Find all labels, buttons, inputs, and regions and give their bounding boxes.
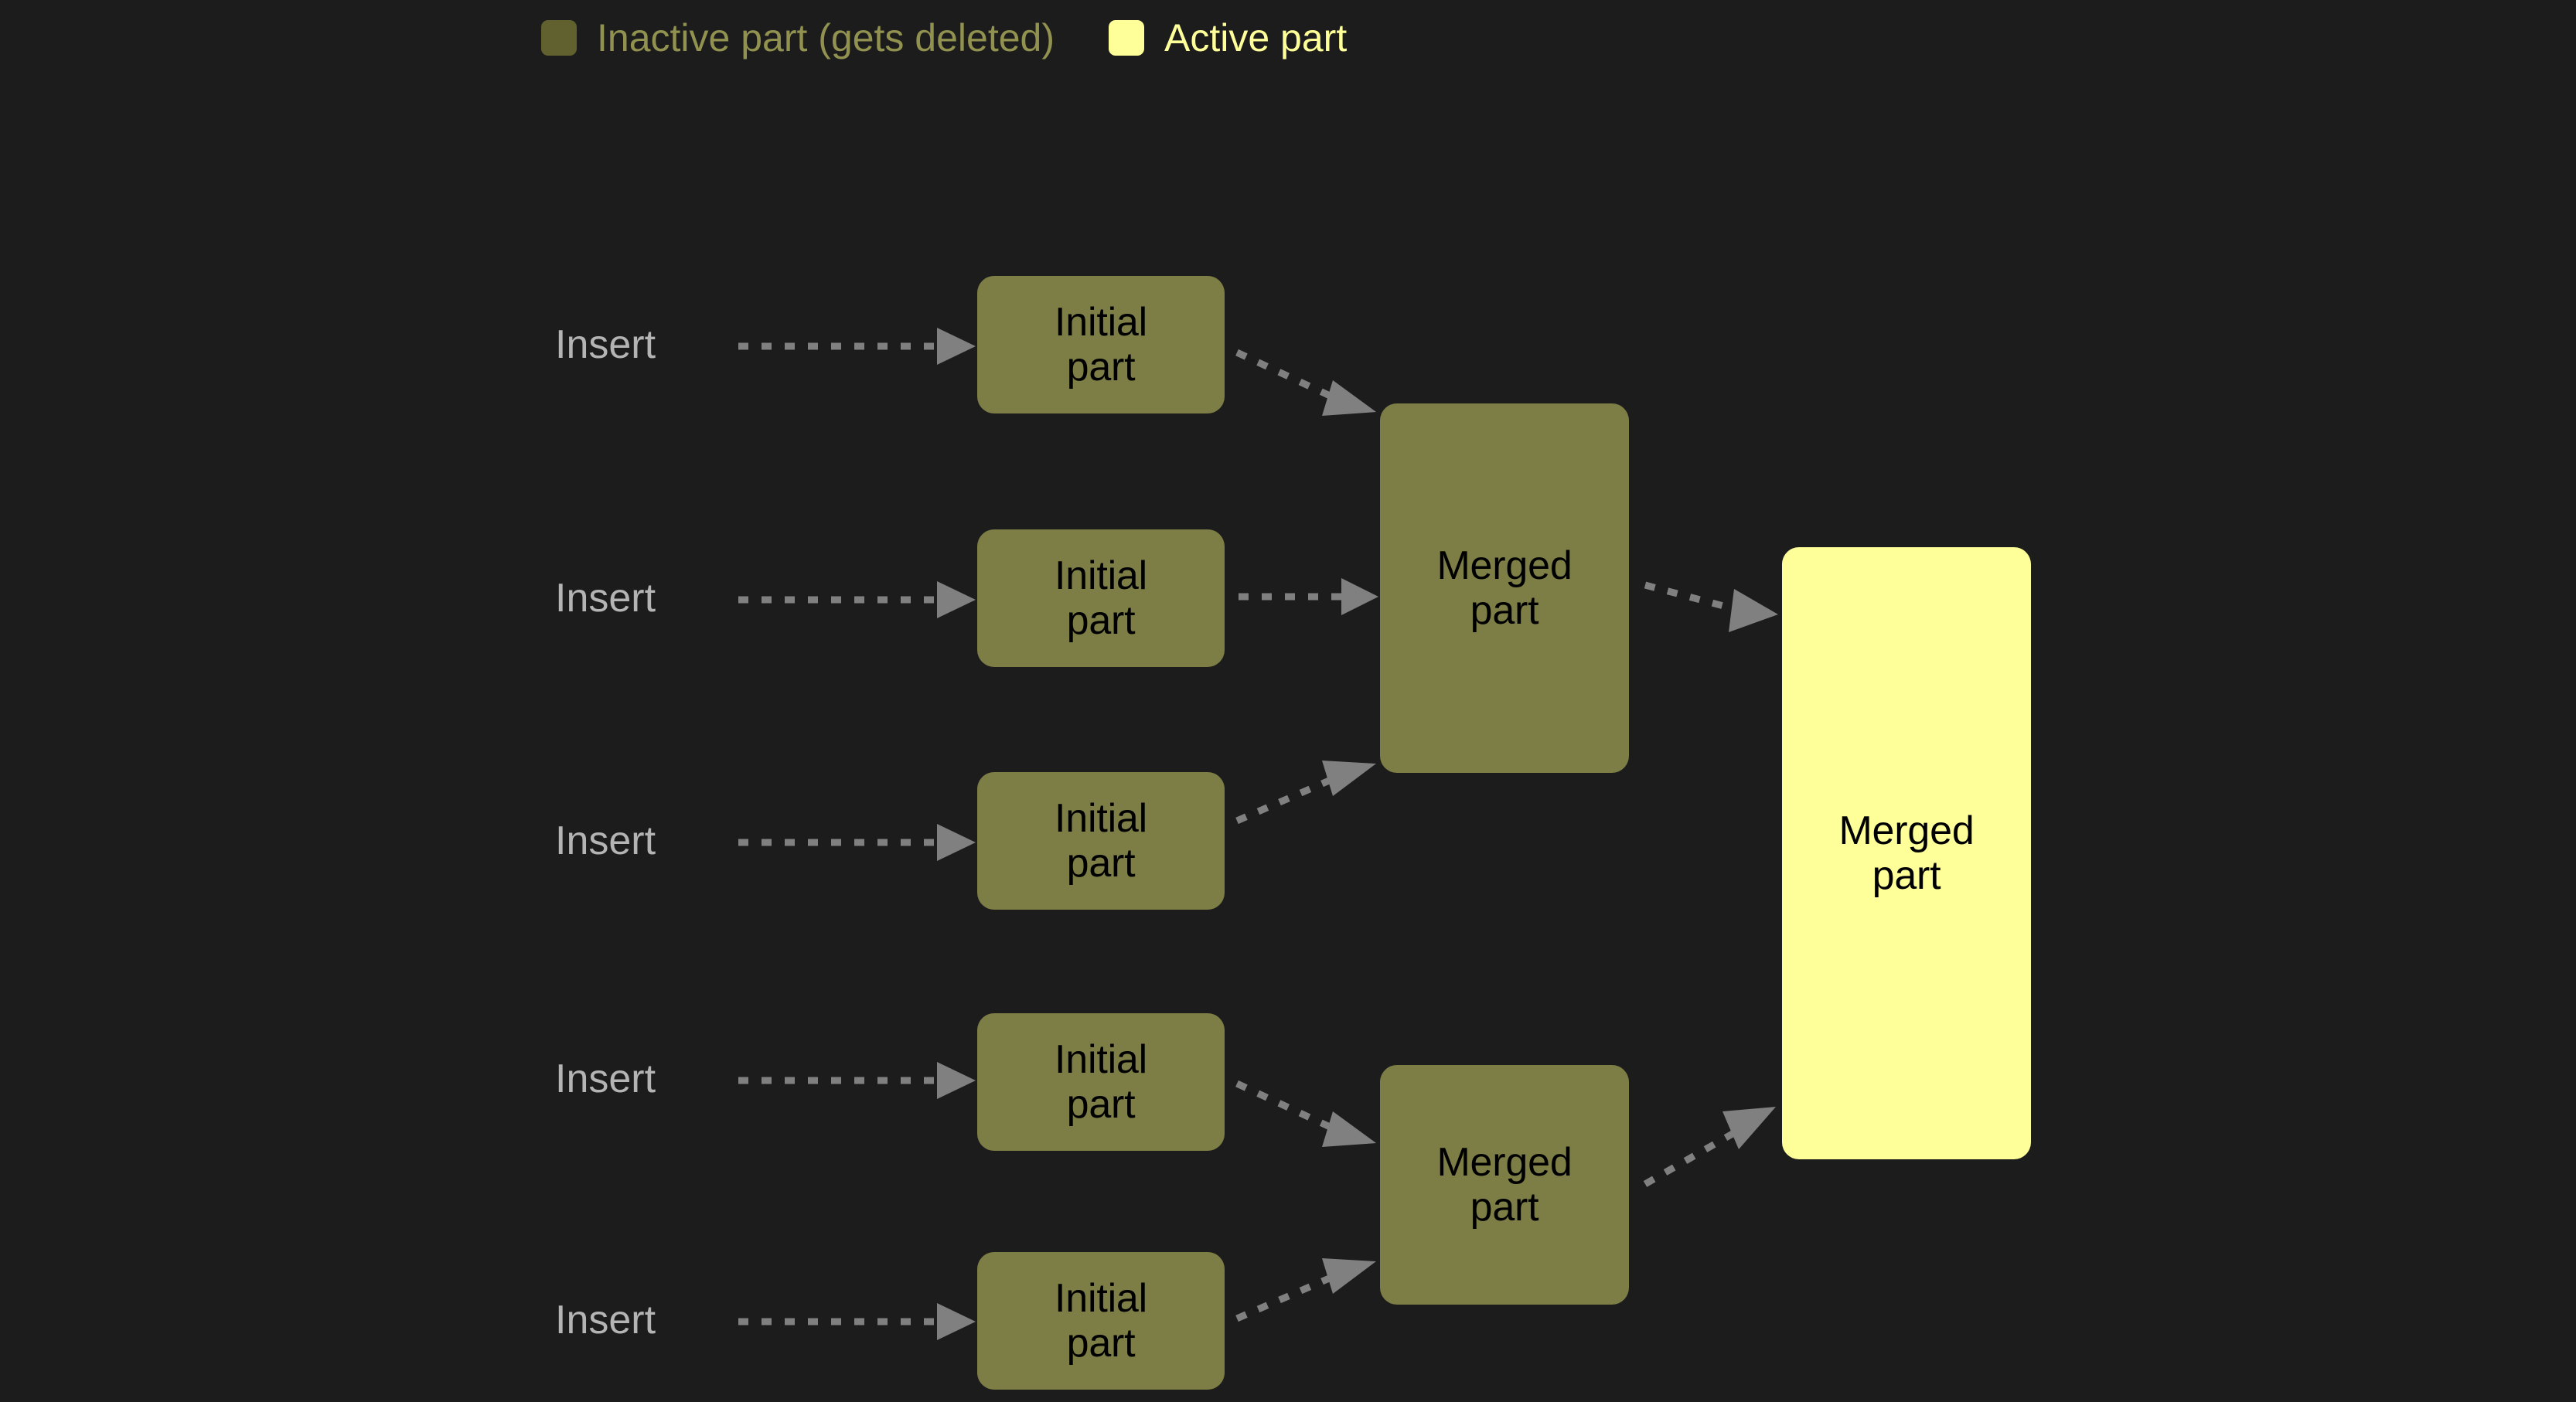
arrow-initial3-to-merged1: [1235, 761, 1376, 825]
arrow-initial1-to-merged1: [1235, 349, 1376, 416]
inactive-swatch-icon: [541, 20, 577, 56]
arrow-initial5-to-merged2: [1235, 1258, 1376, 1322]
arrow-initial4-to-merged2: [1235, 1080, 1376, 1147]
insert-label-5: Insert: [555, 1298, 656, 1342]
legend: Inactive part (gets deleted) Active part: [541, 19, 1347, 57]
arrow-insert-to-initial-2: [738, 581, 976, 618]
insert-label-2: Insert: [555, 576, 656, 621]
arrow-insert-to-initial-5: [738, 1303, 976, 1340]
legend-item-inactive: Inactive part (gets deleted): [541, 19, 1055, 57]
arrow-merged2-to-final: [1643, 1107, 1776, 1187]
arrow-initial2-to-merged1: [1239, 578, 1378, 615]
arrow-insert-to-initial-3: [738, 824, 976, 861]
legend-label-inactive: Inactive part (gets deleted): [597, 16, 1055, 60]
legend-label-active: Active part: [1164, 16, 1348, 60]
insert-label-1: Insert: [555, 322, 656, 367]
arrow-merged1-to-final: [1644, 581, 1778, 632]
arrow-insert-to-initial-4: [738, 1062, 976, 1099]
insert-label-3: Insert: [555, 818, 656, 863]
insert-label-4: Insert: [555, 1057, 656, 1101]
active-swatch-icon: [1109, 20, 1144, 56]
arrow-insert-to-initial-1: [738, 328, 976, 365]
legend-item-active: Active part: [1109, 19, 1347, 57]
